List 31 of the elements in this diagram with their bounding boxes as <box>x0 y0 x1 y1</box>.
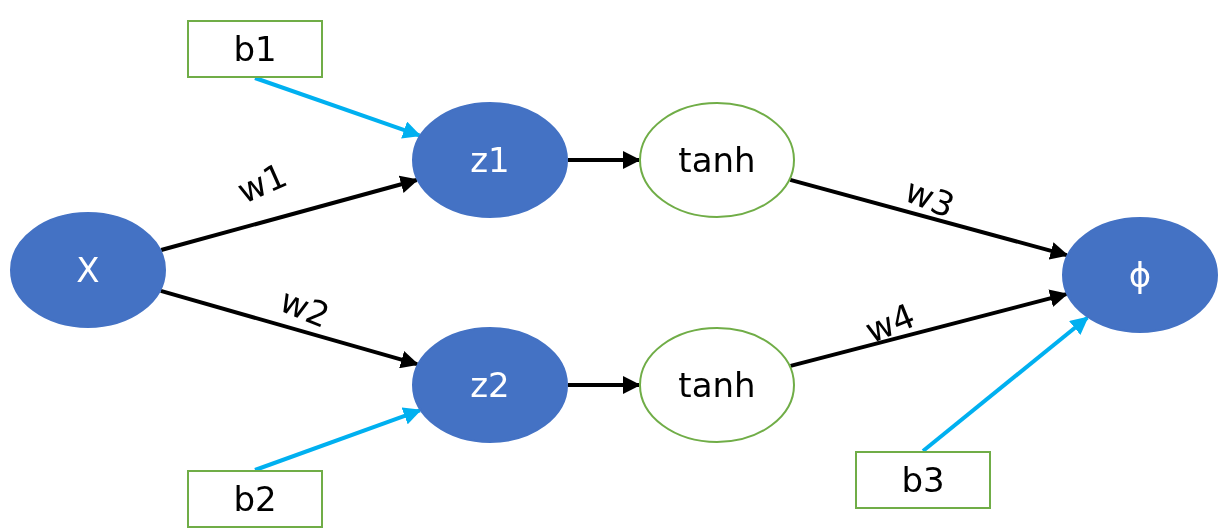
bias-box <box>187 470 323 528</box>
activation-node <box>639 102 795 218</box>
arrow <box>568 151 641 169</box>
node-label: ϕ <box>1128 258 1152 292</box>
arrow <box>921 316 1089 453</box>
arrow <box>160 288 419 369</box>
node-label: tanh <box>678 368 756 402</box>
arrow <box>254 76 422 139</box>
activation-node <box>639 327 795 443</box>
arrow <box>160 175 419 252</box>
bias-box <box>855 451 991 509</box>
node-label: b2 <box>233 482 277 516</box>
node-label: X <box>76 253 100 287</box>
arrow <box>790 289 1069 368</box>
node-label: b1 <box>233 32 277 66</box>
neuron-node <box>412 102 568 218</box>
arrow <box>254 407 422 472</box>
node-label: z2 <box>470 368 510 402</box>
neuron-node <box>10 212 166 328</box>
node-label: b3 <box>901 463 945 497</box>
neuron-node <box>1062 217 1218 333</box>
edge-label: w4 <box>858 296 922 350</box>
edge-label: w1 <box>230 155 294 211</box>
edge-label: w3 <box>898 171 962 225</box>
node-label: z1 <box>470 143 510 177</box>
arrow <box>568 376 641 394</box>
node-label: tanh <box>678 143 756 177</box>
arrow <box>789 178 1069 260</box>
bias-box <box>187 20 323 78</box>
edge-label: w2 <box>273 281 337 335</box>
neuron-node <box>412 327 568 443</box>
